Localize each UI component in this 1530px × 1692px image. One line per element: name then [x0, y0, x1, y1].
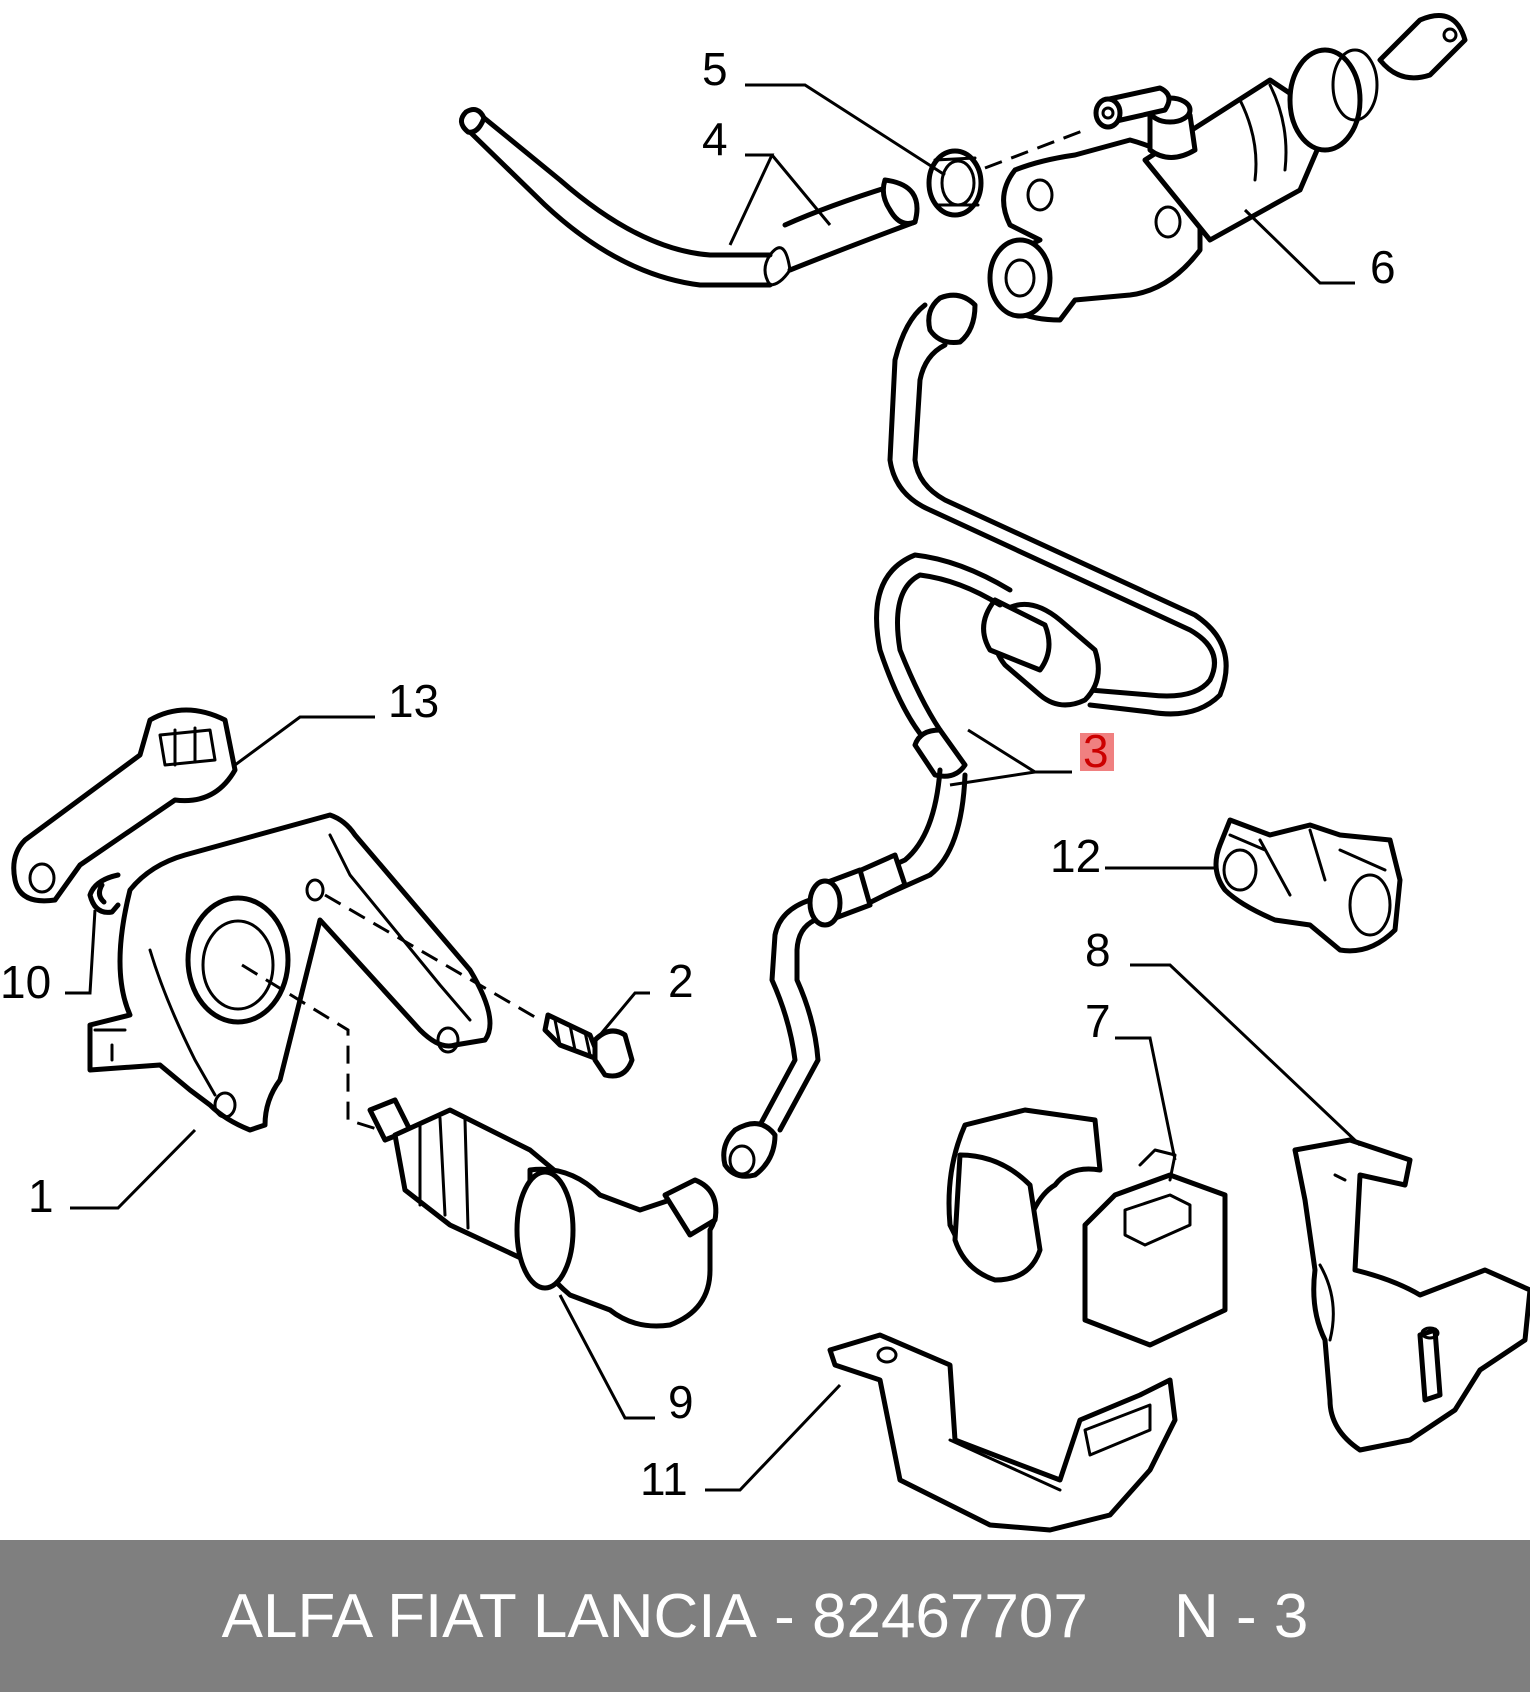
leader-7 [1115, 1036, 1177, 1161]
part-13-bracket-arm [11, 707, 238, 904]
part-1-clutch-support [87, 812, 493, 1133]
callout-10: 10 [0, 956, 51, 1008]
footer-separator: - [756, 1581, 812, 1651]
assembly-line-5-6 [984, 128, 1086, 170]
part-2-bolt [542, 1012, 635, 1079]
footer-position-code: N - 3 [1173, 1581, 1309, 1651]
callout-4: 4 [702, 113, 728, 165]
callout-11: 11 [640, 1453, 688, 1505]
callout-8: 8 [1085, 924, 1111, 976]
leader-10 [65, 909, 97, 995]
footer-part-number: 82467707 [811, 1581, 1088, 1651]
callout-9: 9 [668, 1376, 694, 1428]
leader-lines [65, 83, 1362, 1492]
leader-2 [598, 991, 650, 1036]
part-4-reservoir-hose [459, 107, 920, 288]
assembly-line-1-9 [241, 963, 381, 1132]
assembly-line-1-2 [324, 893, 541, 1022]
callout-12: 12 [1050, 830, 1101, 882]
part-5-hose-clamp [926, 148, 984, 218]
callout-3: 3 [1083, 725, 1109, 777]
part-8-pipe-clamp [1292, 1137, 1530, 1453]
leader-9 [558, 1294, 655, 1420]
leader-1 [70, 1128, 197, 1210]
callout-5: 5 [702, 43, 728, 95]
leader-3 [949, 728, 1072, 787]
leader-4 [728, 153, 832, 246]
callout-3-highlight [1080, 733, 1114, 771]
part-info-footer: ALFA FIAT LANCIA - 82467707 N - 3 [0, 1540, 1530, 1692]
part-10-circlip [87, 872, 121, 915]
leader-5 [745, 83, 946, 177]
part-7-pipe-holder [946, 1107, 1228, 1348]
leader-6 [1243, 208, 1355, 285]
callout-7: 7 [1085, 995, 1111, 1047]
footer-gap [1088, 1581, 1174, 1652]
part-6-master-cylinder [987, 13, 1468, 323]
callout-6: 6 [1370, 241, 1396, 293]
part-9-slave-cylinder [367, 1097, 719, 1329]
callout-1: 1 [28, 1170, 54, 1222]
part-11-support-bracket [827, 1332, 1178, 1533]
leader-13 [234, 715, 375, 767]
callout-13: 13 [388, 675, 439, 727]
leader-11 [705, 1383, 842, 1492]
part-3-clutch-pipe [721, 292, 1229, 1179]
part-12-clip [1213, 817, 1403, 954]
parts-diagram: 5 4 6 3 13 12 8 7 10 2 1 9 11 [0, 13, 1530, 1533]
leader-8 [1130, 963, 1362, 1147]
callout-2: 2 [668, 955, 694, 1007]
footer-brand: ALFA FIAT LANCIA [221, 1581, 757, 1651]
